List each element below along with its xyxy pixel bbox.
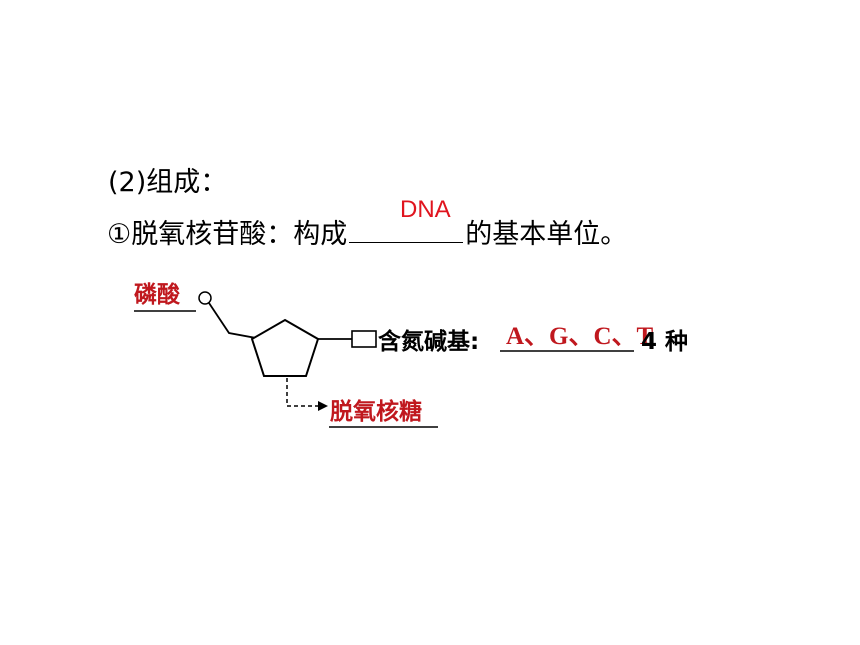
definition-prefix: ①脱氧核苷酸：构成 — [107, 219, 348, 250]
sugar-label: 脱氧核糖 — [330, 399, 422, 425]
phosphate-bond — [208, 302, 257, 339]
sugar-pentagon — [250, 318, 320, 377]
phosphate-circle — [198, 291, 212, 305]
base-box — [351, 330, 377, 348]
definition-line: ①脱氧核苷酸：构成 的基本单位。 — [107, 212, 627, 251]
definition-suffix: 的基本单位。 — [465, 219, 628, 250]
dna-blank — [349, 216, 464, 243]
base-count: 4 种 — [641, 329, 689, 355]
base-answer: A、G、C、T — [506, 323, 654, 350]
base-label: 含氮碱基: — [378, 329, 480, 355]
sugar-pointer-arrowhead — [318, 401, 328, 411]
sugar-pointer-dashed — [286, 378, 318, 407]
section-heading: (2)组成： — [108, 167, 228, 198]
phosphate-label: 磷酸 — [134, 282, 180, 308]
dna-answer: DNA — [400, 196, 451, 223]
